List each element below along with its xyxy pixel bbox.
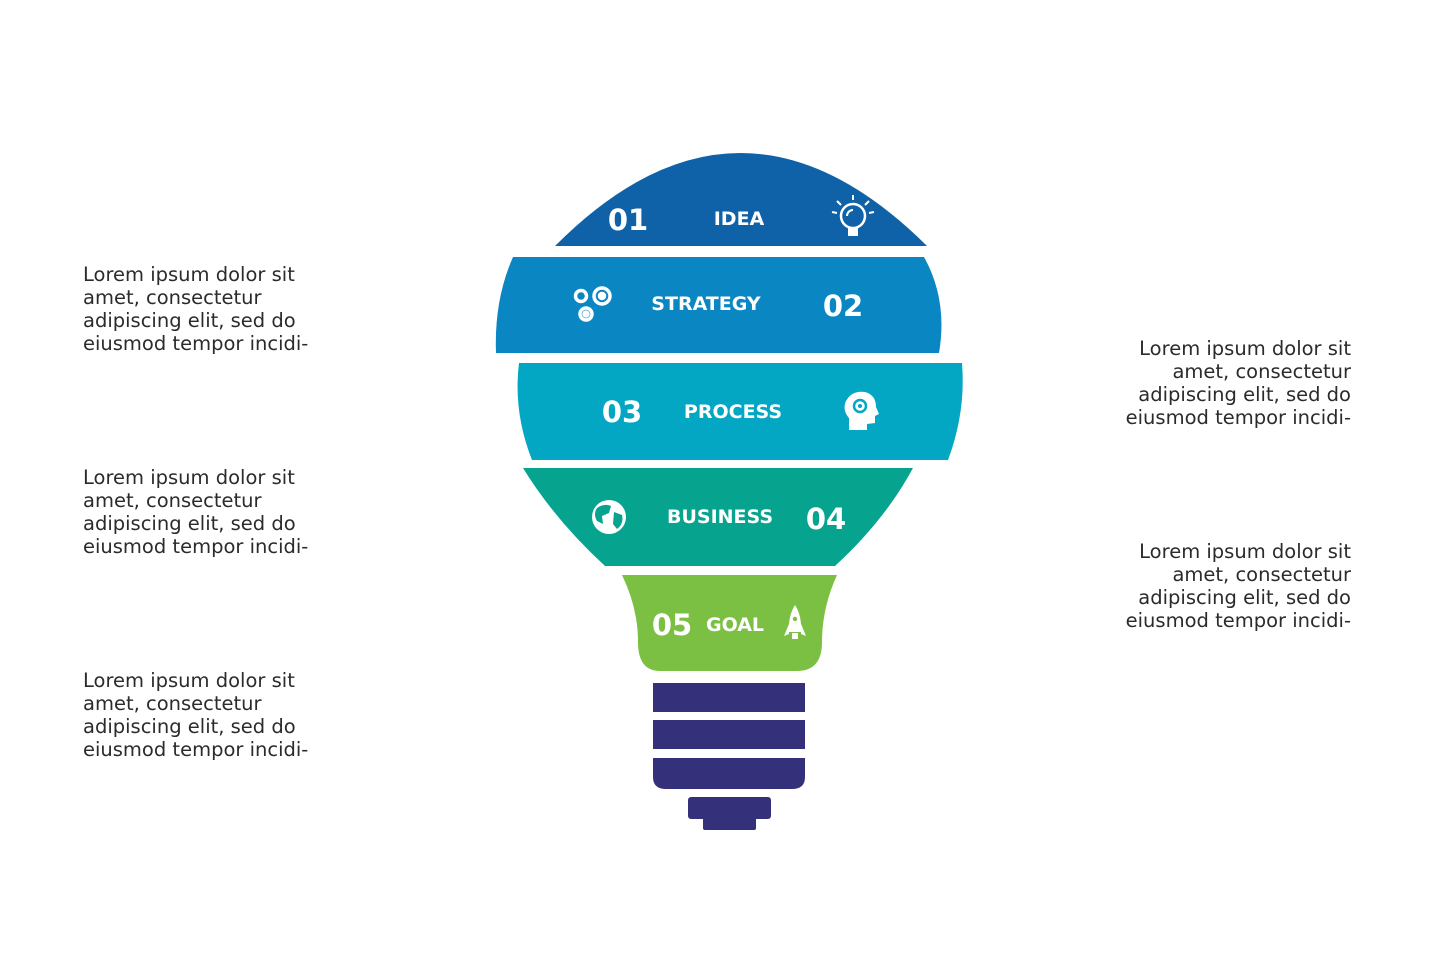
segment-goal-number: 05 (652, 608, 692, 642)
segment-business: BUSINESS 04 (523, 468, 913, 566)
note-line: eiusmod tempor incidi- (83, 738, 309, 761)
base-ring-1 (653, 683, 805, 712)
segment-process-number: 03 (602, 395, 642, 429)
note-line: amet, consectetur (83, 692, 262, 715)
note-line: amet, consectetur (1172, 563, 1351, 586)
segment-strategy: STRATEGY 02 (495, 257, 942, 353)
note-line: amet, consectetur (83, 286, 262, 309)
note-line: Lorem ipsum dolor sit (83, 669, 295, 692)
segment-process: 03 PROCESS (517, 363, 963, 460)
note-line: eiusmod tempor incidi- (1125, 406, 1351, 429)
note-line: Lorem ipsum dolor sit (1139, 540, 1351, 563)
segment-idea-label: IDEA (714, 208, 765, 230)
globe-icon (592, 500, 626, 534)
segment-goal-band (622, 575, 837, 671)
head-gear-icon (844, 391, 879, 430)
segment-goal-label: GOAL (706, 614, 764, 636)
note-line: amet, consectetur (83, 489, 262, 512)
segment-idea-number: 01 (608, 203, 648, 237)
segment-business-label: BUSINESS (667, 506, 773, 528)
note-left-1: Lorem ipsum dolor sit amet, consectetur … (83, 263, 383, 355)
segment-process-band (517, 363, 963, 460)
note-line: adipiscing elit, sed do (1138, 383, 1351, 406)
note-line: eiusmod tempor incidi- (83, 535, 309, 558)
note-line: Lorem ipsum dolor sit (1139, 337, 1351, 360)
note-line: Lorem ipsum dolor sit (83, 263, 295, 286)
bulb-base (653, 683, 805, 830)
note-line: Lorem ipsum dolor sit (83, 466, 295, 489)
segment-idea: 01 IDEA (555, 153, 927, 246)
segment-business-number: 04 (806, 502, 846, 536)
note-line: adipiscing elit, sed do (83, 309, 296, 332)
note-line: eiusmod tempor incidi- (1125, 609, 1351, 632)
lightbulb-icon (831, 195, 875, 236)
base-ring-2 (653, 720, 805, 749)
gears-icon (573, 286, 612, 322)
note-line: amet, consectetur (1172, 360, 1351, 383)
note-left-2: Lorem ipsum dolor sit amet, consectetur … (83, 466, 383, 558)
segment-strategy-label: STRATEGY (651, 293, 761, 315)
segment-business-band (523, 468, 913, 566)
note-right-2: Lorem ipsum dolor sit amet, consectetur … (1051, 540, 1351, 632)
base-cap (688, 797, 771, 819)
note-line: adipiscing elit, sed do (83, 512, 296, 535)
base-tip (703, 817, 756, 830)
segment-strategy-band (495, 257, 942, 353)
note-right-1: Lorem ipsum dolor sit amet, consectetur … (1051, 337, 1351, 429)
note-line: adipiscing elit, sed do (1138, 586, 1351, 609)
note-line: adipiscing elit, sed do (83, 715, 296, 738)
segment-process-label: PROCESS (684, 401, 782, 423)
base-ring-3 (653, 758, 805, 789)
segment-strategy-number: 02 (823, 289, 863, 323)
segment-goal: 05 GOAL (622, 575, 837, 671)
note-left-3: Lorem ipsum dolor sit amet, consectetur … (83, 669, 383, 761)
rocket-icon (784, 605, 806, 639)
segment-idea-band (555, 153, 927, 246)
note-line: eiusmod tempor incidi- (83, 332, 309, 355)
